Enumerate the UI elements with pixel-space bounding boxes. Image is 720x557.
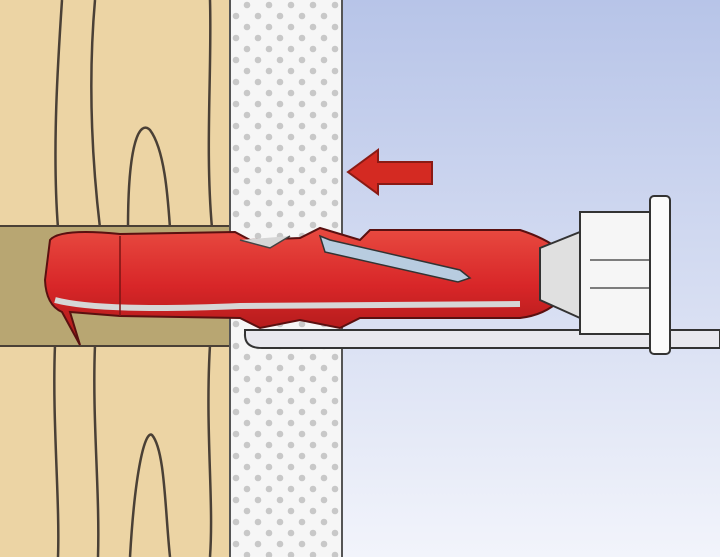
wall-plug [43, 226, 561, 346]
direction-arrow-left-icon [346, 148, 433, 196]
screw-head [539, 195, 671, 355]
